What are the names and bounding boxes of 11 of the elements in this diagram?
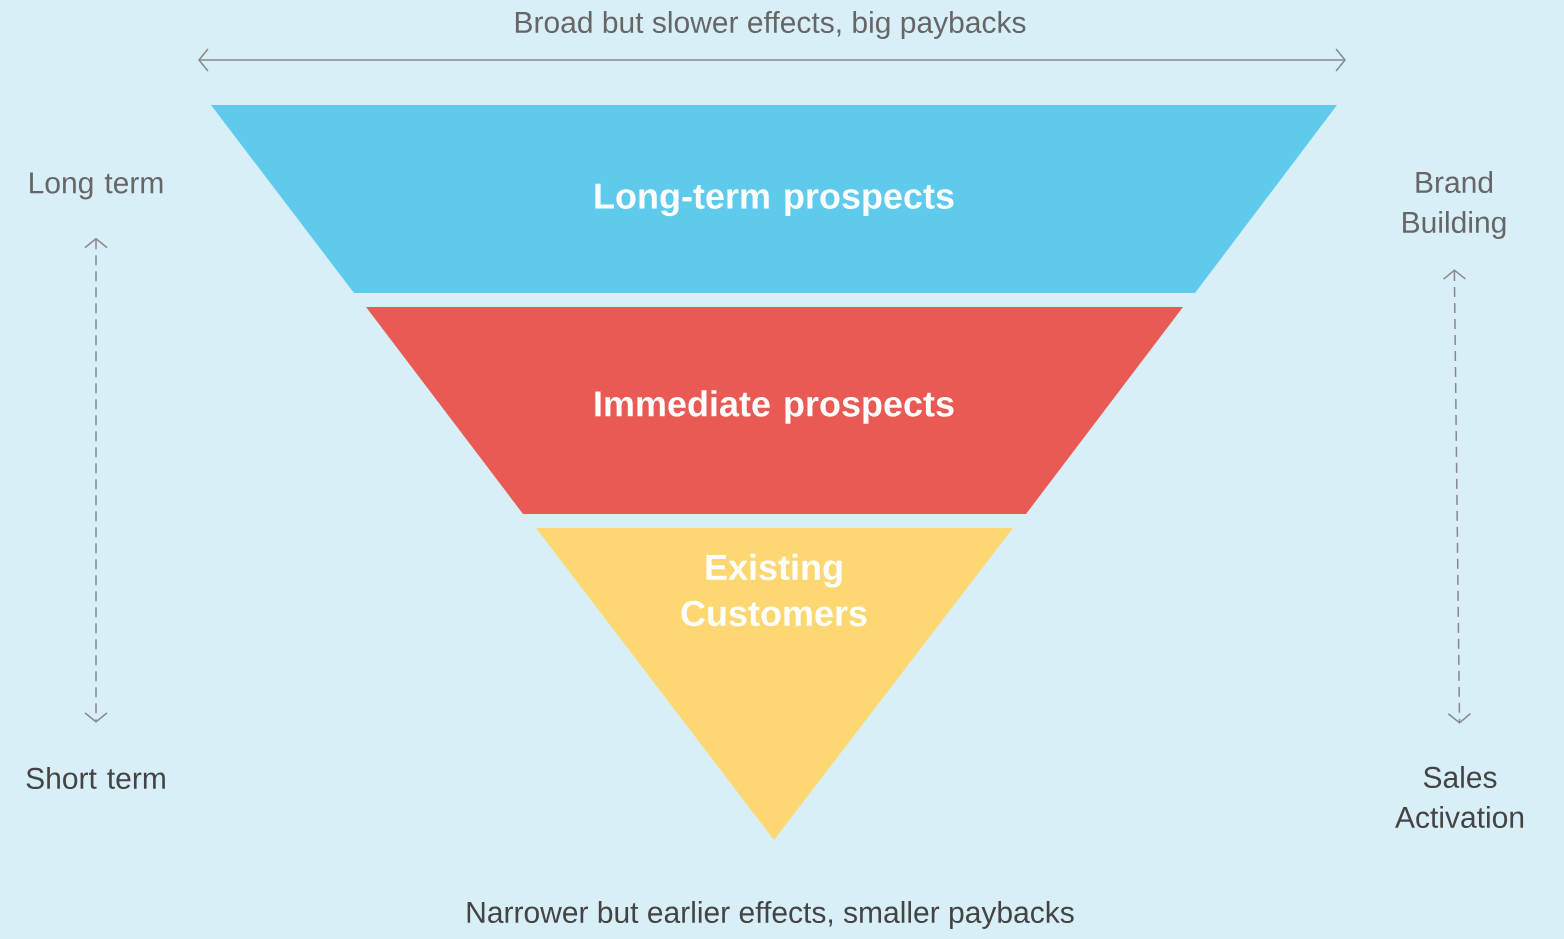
funnel-band: Immediate prospects	[366, 307, 1183, 514]
side-label: Brand Building	[1403, 171, 1506, 239]
axis-caption: Narrower but earlier effects, smaller paybacks	[467, 901, 1074, 929]
dashed-arrow	[1442, 269, 1472, 724]
funnel-band: Existing Customers	[536, 528, 1013, 840]
dashed-arrow	[84, 237, 108, 723]
axis-caption: Broad but slower effects, big paybacks	[515, 11, 1026, 39]
side-label: Long term	[30, 172, 163, 200]
funnel-band: Long-term prospects	[211, 105, 1337, 293]
side-label: Sales Activation	[1395, 766, 1524, 828]
side-label: Short term	[26, 767, 165, 789]
